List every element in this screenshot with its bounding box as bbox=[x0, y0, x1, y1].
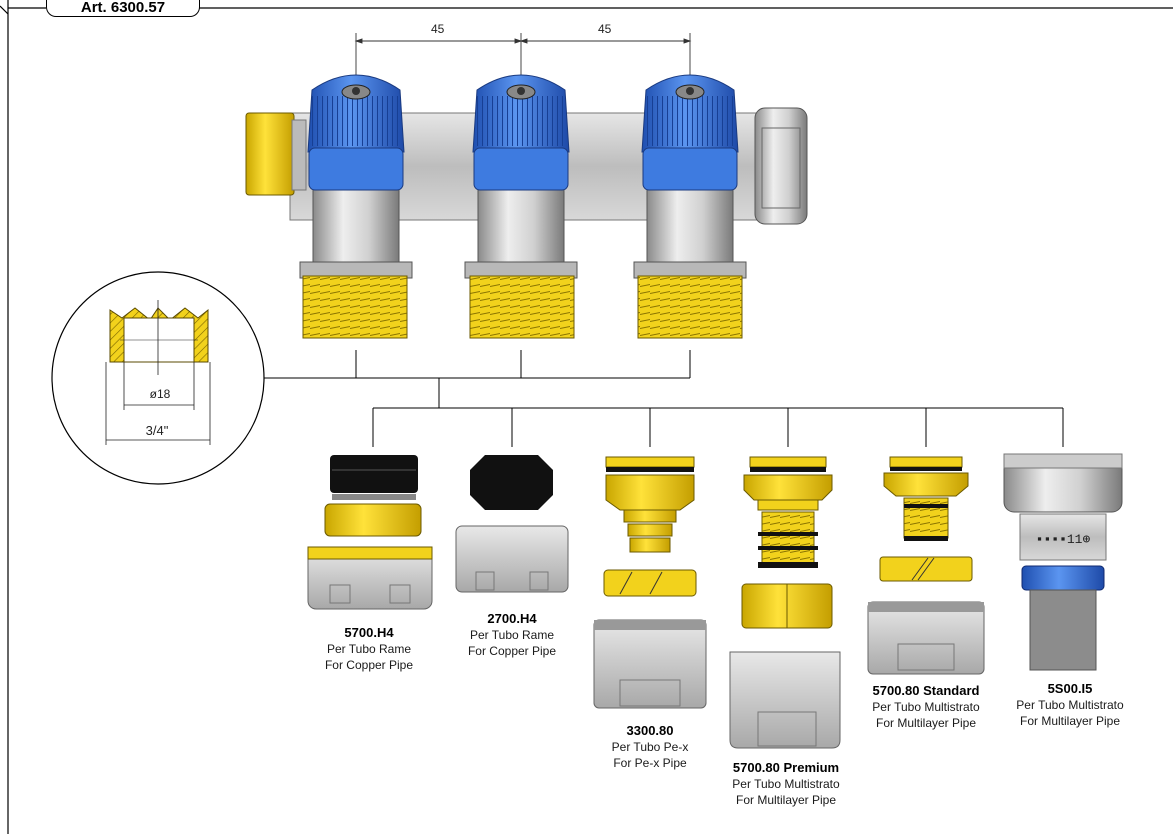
spacing-label-left: 45 bbox=[431, 22, 445, 36]
valve-outlet-2 bbox=[464, 74, 578, 339]
fitting-5700-h4 bbox=[307, 455, 433, 610]
fitting-desc-en: For Copper Pipe bbox=[324, 658, 414, 672]
fitting-desc-it: Per Tubo Pe-x bbox=[611, 740, 689, 754]
fitting-code: 5700.80 Premium bbox=[732, 760, 840, 775]
caption-5700-80-premium: 5700.80 Premium Per Tubo Multistrato For… bbox=[711, 760, 861, 808]
fitting-5s00-i5: ▪▪▪▪11⊕ bbox=[1003, 453, 1123, 671]
detail-thread-size: 3/4" bbox=[146, 423, 169, 438]
fitting-code: 5700.80 Standard bbox=[872, 683, 980, 698]
fitting-5700-80-premium bbox=[729, 456, 841, 749]
fitting-desc-en: For Multilayer Pipe bbox=[735, 793, 837, 807]
caption-5s00-i5: 5S00.I5 Per Tubo Multistrato For Multila… bbox=[995, 681, 1145, 729]
fitting-desc-it: Per Tubo Multistrato bbox=[872, 700, 980, 714]
valve-outlet-1 bbox=[299, 74, 413, 339]
detail-inner-diameter: ø18 bbox=[150, 387, 171, 401]
caption-2700-h4: 2700.H4 Per Tubo Rame For Copper Pipe bbox=[437, 611, 587, 659]
fitting-desc-it: Per Tubo Rame bbox=[326, 642, 412, 656]
spacing-dimension bbox=[354, 33, 692, 90]
fitting-code: 5700.H4 bbox=[344, 625, 394, 640]
fitting-code: 5S00.I5 bbox=[1047, 681, 1093, 696]
fitting-desc-en: For Multilayer Pipe bbox=[875, 716, 977, 730]
valve-outlet-3 bbox=[633, 74, 747, 339]
fitting-desc-en: For Multilayer Pipe bbox=[1019, 714, 1121, 728]
svg-text:▪▪▪▪11⊕: ▪▪▪▪11⊕ bbox=[1036, 532, 1091, 547]
fitting-code: 2700.H4 bbox=[487, 611, 537, 626]
fitting-code: 3300.80 bbox=[626, 723, 674, 738]
fitting-3300-80 bbox=[593, 456, 707, 709]
fitting-desc-it: Per Tubo Multistrato bbox=[1016, 698, 1124, 712]
spacing-label-right: 45 bbox=[598, 22, 612, 36]
thread-detail bbox=[51, 271, 265, 485]
caption-5700-80-standard: 5700.80 Standard Per Tubo Multistrato Fo… bbox=[851, 683, 1001, 731]
fitting-desc-it: Per Tubo Multistrato bbox=[732, 777, 840, 791]
fitting-desc-en: For Pe-x Pipe bbox=[613, 756, 687, 770]
fitting-5700-80-standard bbox=[867, 456, 985, 675]
caption-3300-80: 3300.80 Per Tubo Pe-x For Pe-x Pipe bbox=[575, 723, 725, 771]
connector-tree bbox=[263, 350, 1064, 447]
fitting-desc-en: For Copper Pipe bbox=[467, 644, 557, 658]
article-number-label: Art. 6300.57 bbox=[46, 0, 200, 17]
fitting-2700-h4 bbox=[455, 455, 569, 593]
fitting-desc-it: Per Tubo Rame bbox=[469, 628, 555, 642]
caption-5700-h4: 5700.H4 Per Tubo Rame For Copper Pipe bbox=[294, 625, 444, 673]
